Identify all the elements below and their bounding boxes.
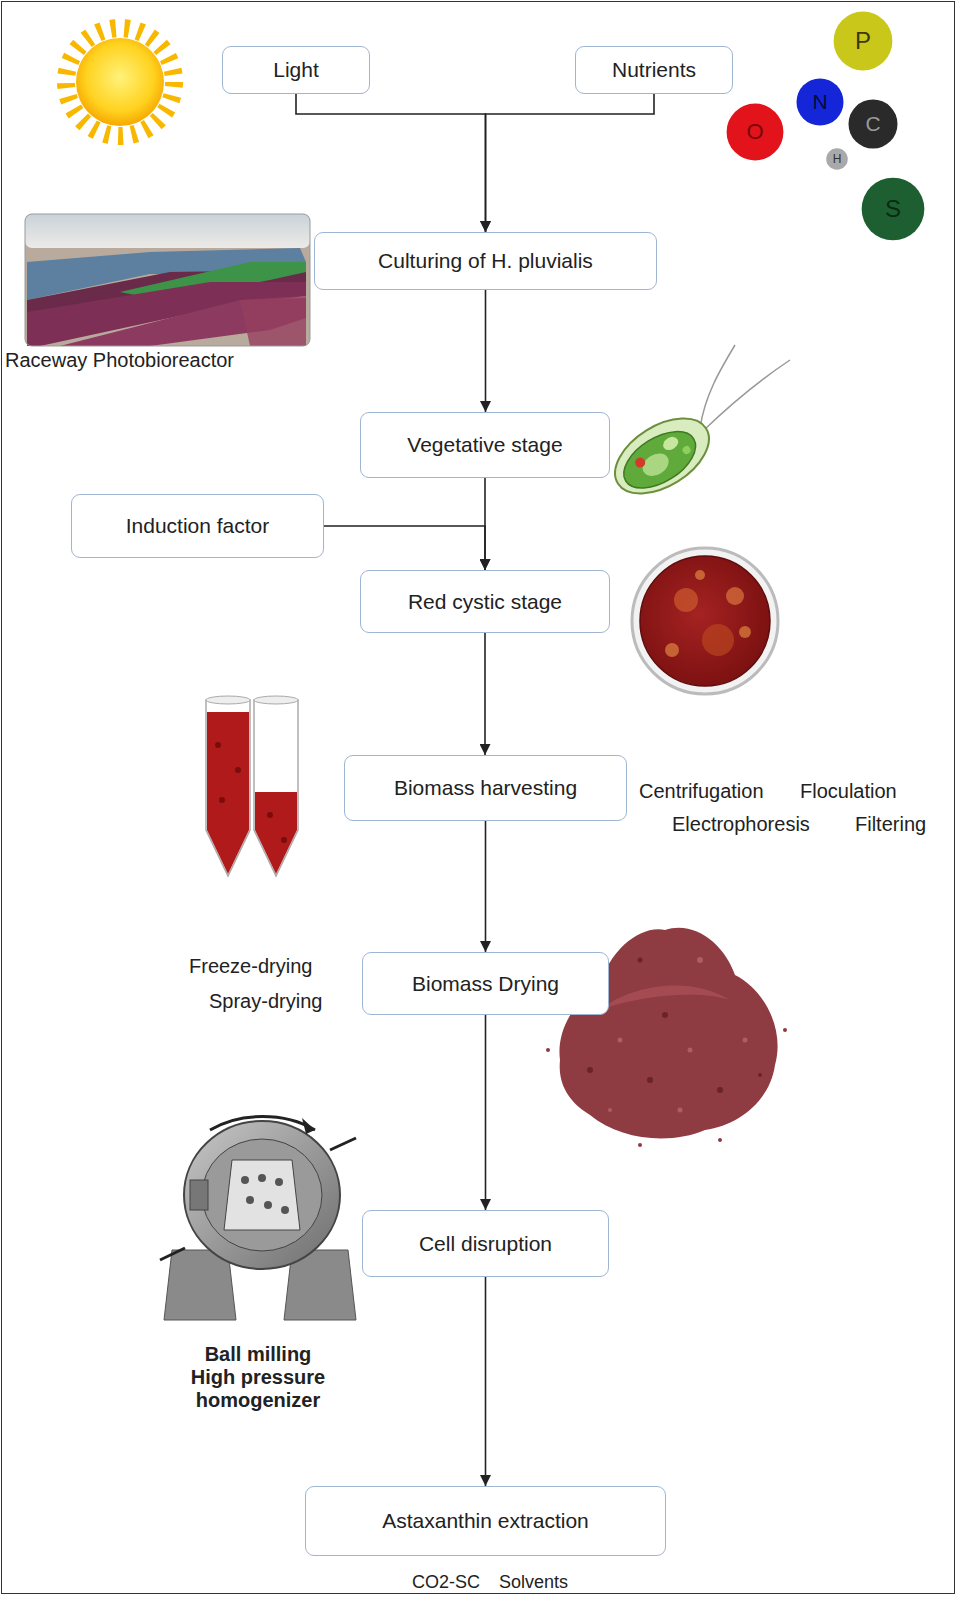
process-box: Cell disruption <box>362 1210 609 1277</box>
method-label: CO2-SC <box>412 1572 492 1593</box>
flow-arrow <box>486 94 655 232</box>
element-letter: O <box>746 119 763 145</box>
step-text: Biomass harvesting <box>394 776 577 800</box>
flow-arrow <box>485 290 487 412</box>
element-circle: P <box>833 11 893 71</box>
step-text: Induction factor <box>126 514 270 538</box>
method-label: Freeze-drying <box>189 955 359 978</box>
process-box: Red cystic stage <box>360 570 610 633</box>
step-text: Vegetative stage <box>407 433 562 457</box>
flow-arrow <box>296 94 486 232</box>
algae-cell-icon <box>602 345 790 509</box>
method-label: Electrophoresis <box>672 813 842 836</box>
step-text: Culturing of H. pluvialis <box>378 249 593 273</box>
element-letter: S <box>885 195 901 223</box>
process-box: Nutrients <box>575 46 733 94</box>
process-box: Astaxanthin extraction <box>305 1486 666 1556</box>
step-text: Astaxanthin extraction <box>382 1509 589 1533</box>
element-circle: N <box>796 78 844 126</box>
element-circle: H <box>826 148 848 170</box>
test-tubes-icon <box>206 696 298 876</box>
method-label: Ball milling <box>183 1343 333 1366</box>
flow-arrow <box>484 633 486 755</box>
flow-arrow <box>485 1277 487 1486</box>
ball-mill-icon <box>160 1117 356 1321</box>
flow-arrow <box>484 478 486 570</box>
process-box: Culturing of H. pluvialis <box>314 232 657 290</box>
raceway-photo <box>25 214 310 346</box>
method-label: Solvents <box>499 1572 589 1593</box>
method-label: Centrifugation <box>639 780 799 803</box>
process-box: Induction factor <box>71 494 324 558</box>
element-letter: P <box>855 27 871 55</box>
process-box: Vegetative stage <box>360 412 610 478</box>
method-label: Floculation <box>800 780 955 803</box>
step-text: Light <box>273 58 319 82</box>
flow-arrow <box>324 526 485 570</box>
step-text: Cell disruption <box>419 1232 552 1256</box>
sun-icon <box>66 28 174 136</box>
step-text: Red cystic stage <box>408 590 562 614</box>
flow-arrow <box>485 821 487 952</box>
method-label: Raceway Photobioreactor <box>5 349 325 372</box>
method-label: Filtering <box>855 813 955 836</box>
method-label: Spray-drying <box>209 990 359 1013</box>
step-text: Nutrients <box>612 58 696 82</box>
process-box: Biomass Drying <box>362 952 609 1015</box>
element-circle: O <box>726 103 784 161</box>
petri-dish-icon <box>632 548 778 694</box>
process-box: Light <box>222 46 370 94</box>
element-letter: N <box>812 90 827 114</box>
flow-arrow <box>485 1015 487 1210</box>
method-label: High pressure homogenizer <box>183 1366 333 1412</box>
process-box: Biomass harvesting <box>344 755 627 821</box>
step-text: Biomass Drying <box>412 972 559 996</box>
element-letter: H <box>833 152 842 166</box>
element-letter: C <box>865 112 880 136</box>
element-circle: C <box>848 99 898 149</box>
element-circle: S <box>861 177 925 241</box>
